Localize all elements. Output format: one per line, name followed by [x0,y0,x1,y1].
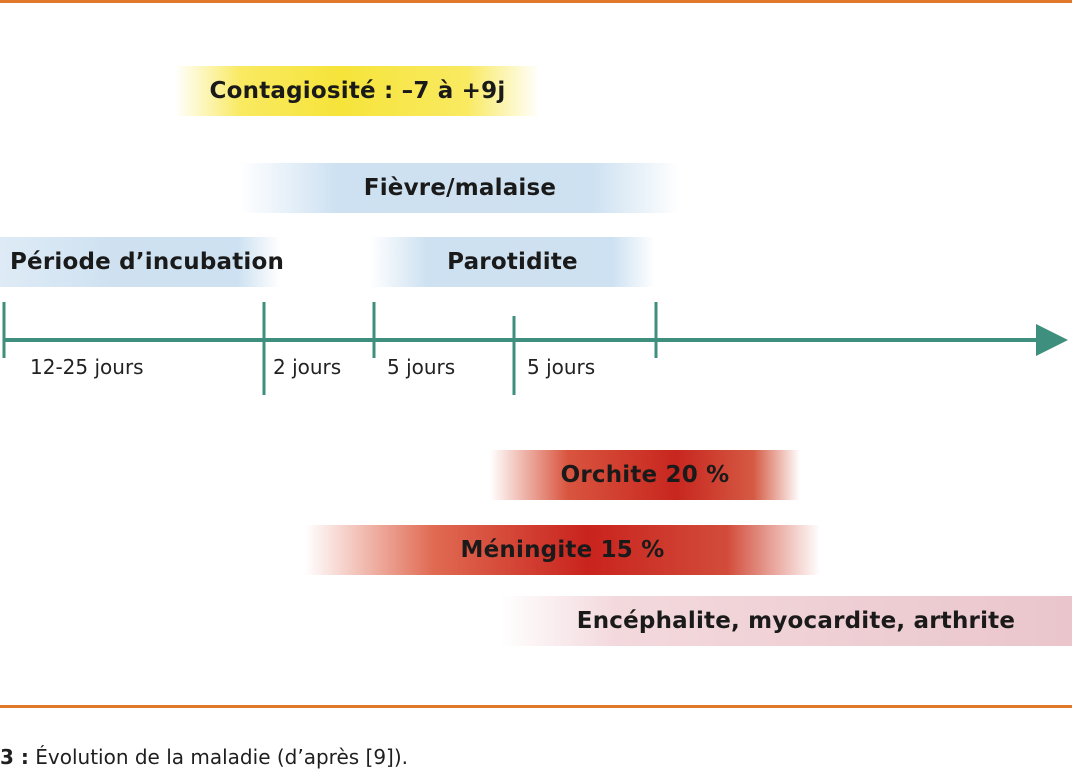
incubation-band: Période d’incubation [0,237,284,287]
fever-label: Fièvre/malaise [363,175,557,201]
caption-text: Évolution de la maladie (d’après [9]). [28,745,409,769]
incubation-label: Période d’incubation [10,249,285,275]
axis-arrowhead [1036,324,1068,356]
bottom-rule [0,705,1072,708]
duration-prodrome: 2 jours [273,355,342,379]
encephalitis-band: Encéphalite, myocardite, arthrite [500,596,1072,646]
top-rule [0,0,1072,3]
meningitis-band: Méningite 15 % [305,525,820,575]
duration-incubation: 12-25 jours [30,355,144,379]
contagiosity-band: Contagiosité : –7 à +9j [175,66,540,116]
caption-label: 3 : [0,745,29,769]
figure-caption: 3 : Évolution de la maladie (d’après [9]… [0,745,408,769]
contagiosity-label: Contagiosité : –7 à +9j [209,78,506,104]
duration-parotitis-2: 5 jours [527,355,596,379]
orchitis-band: Orchite 20 % [490,450,800,500]
meningitis-label: Méningite 15 % [460,537,665,563]
encephalitis-label: Encéphalite, myocardite, arthrite [576,608,1016,634]
orchitis-label: Orchite 20 % [560,462,730,488]
fever-band: Fièvre/malaise [240,163,680,213]
parotitis-band: Parotidite [370,237,655,287]
duration-parotitis-1: 5 jours [387,355,456,379]
parotitis-label: Parotidite [447,249,578,275]
